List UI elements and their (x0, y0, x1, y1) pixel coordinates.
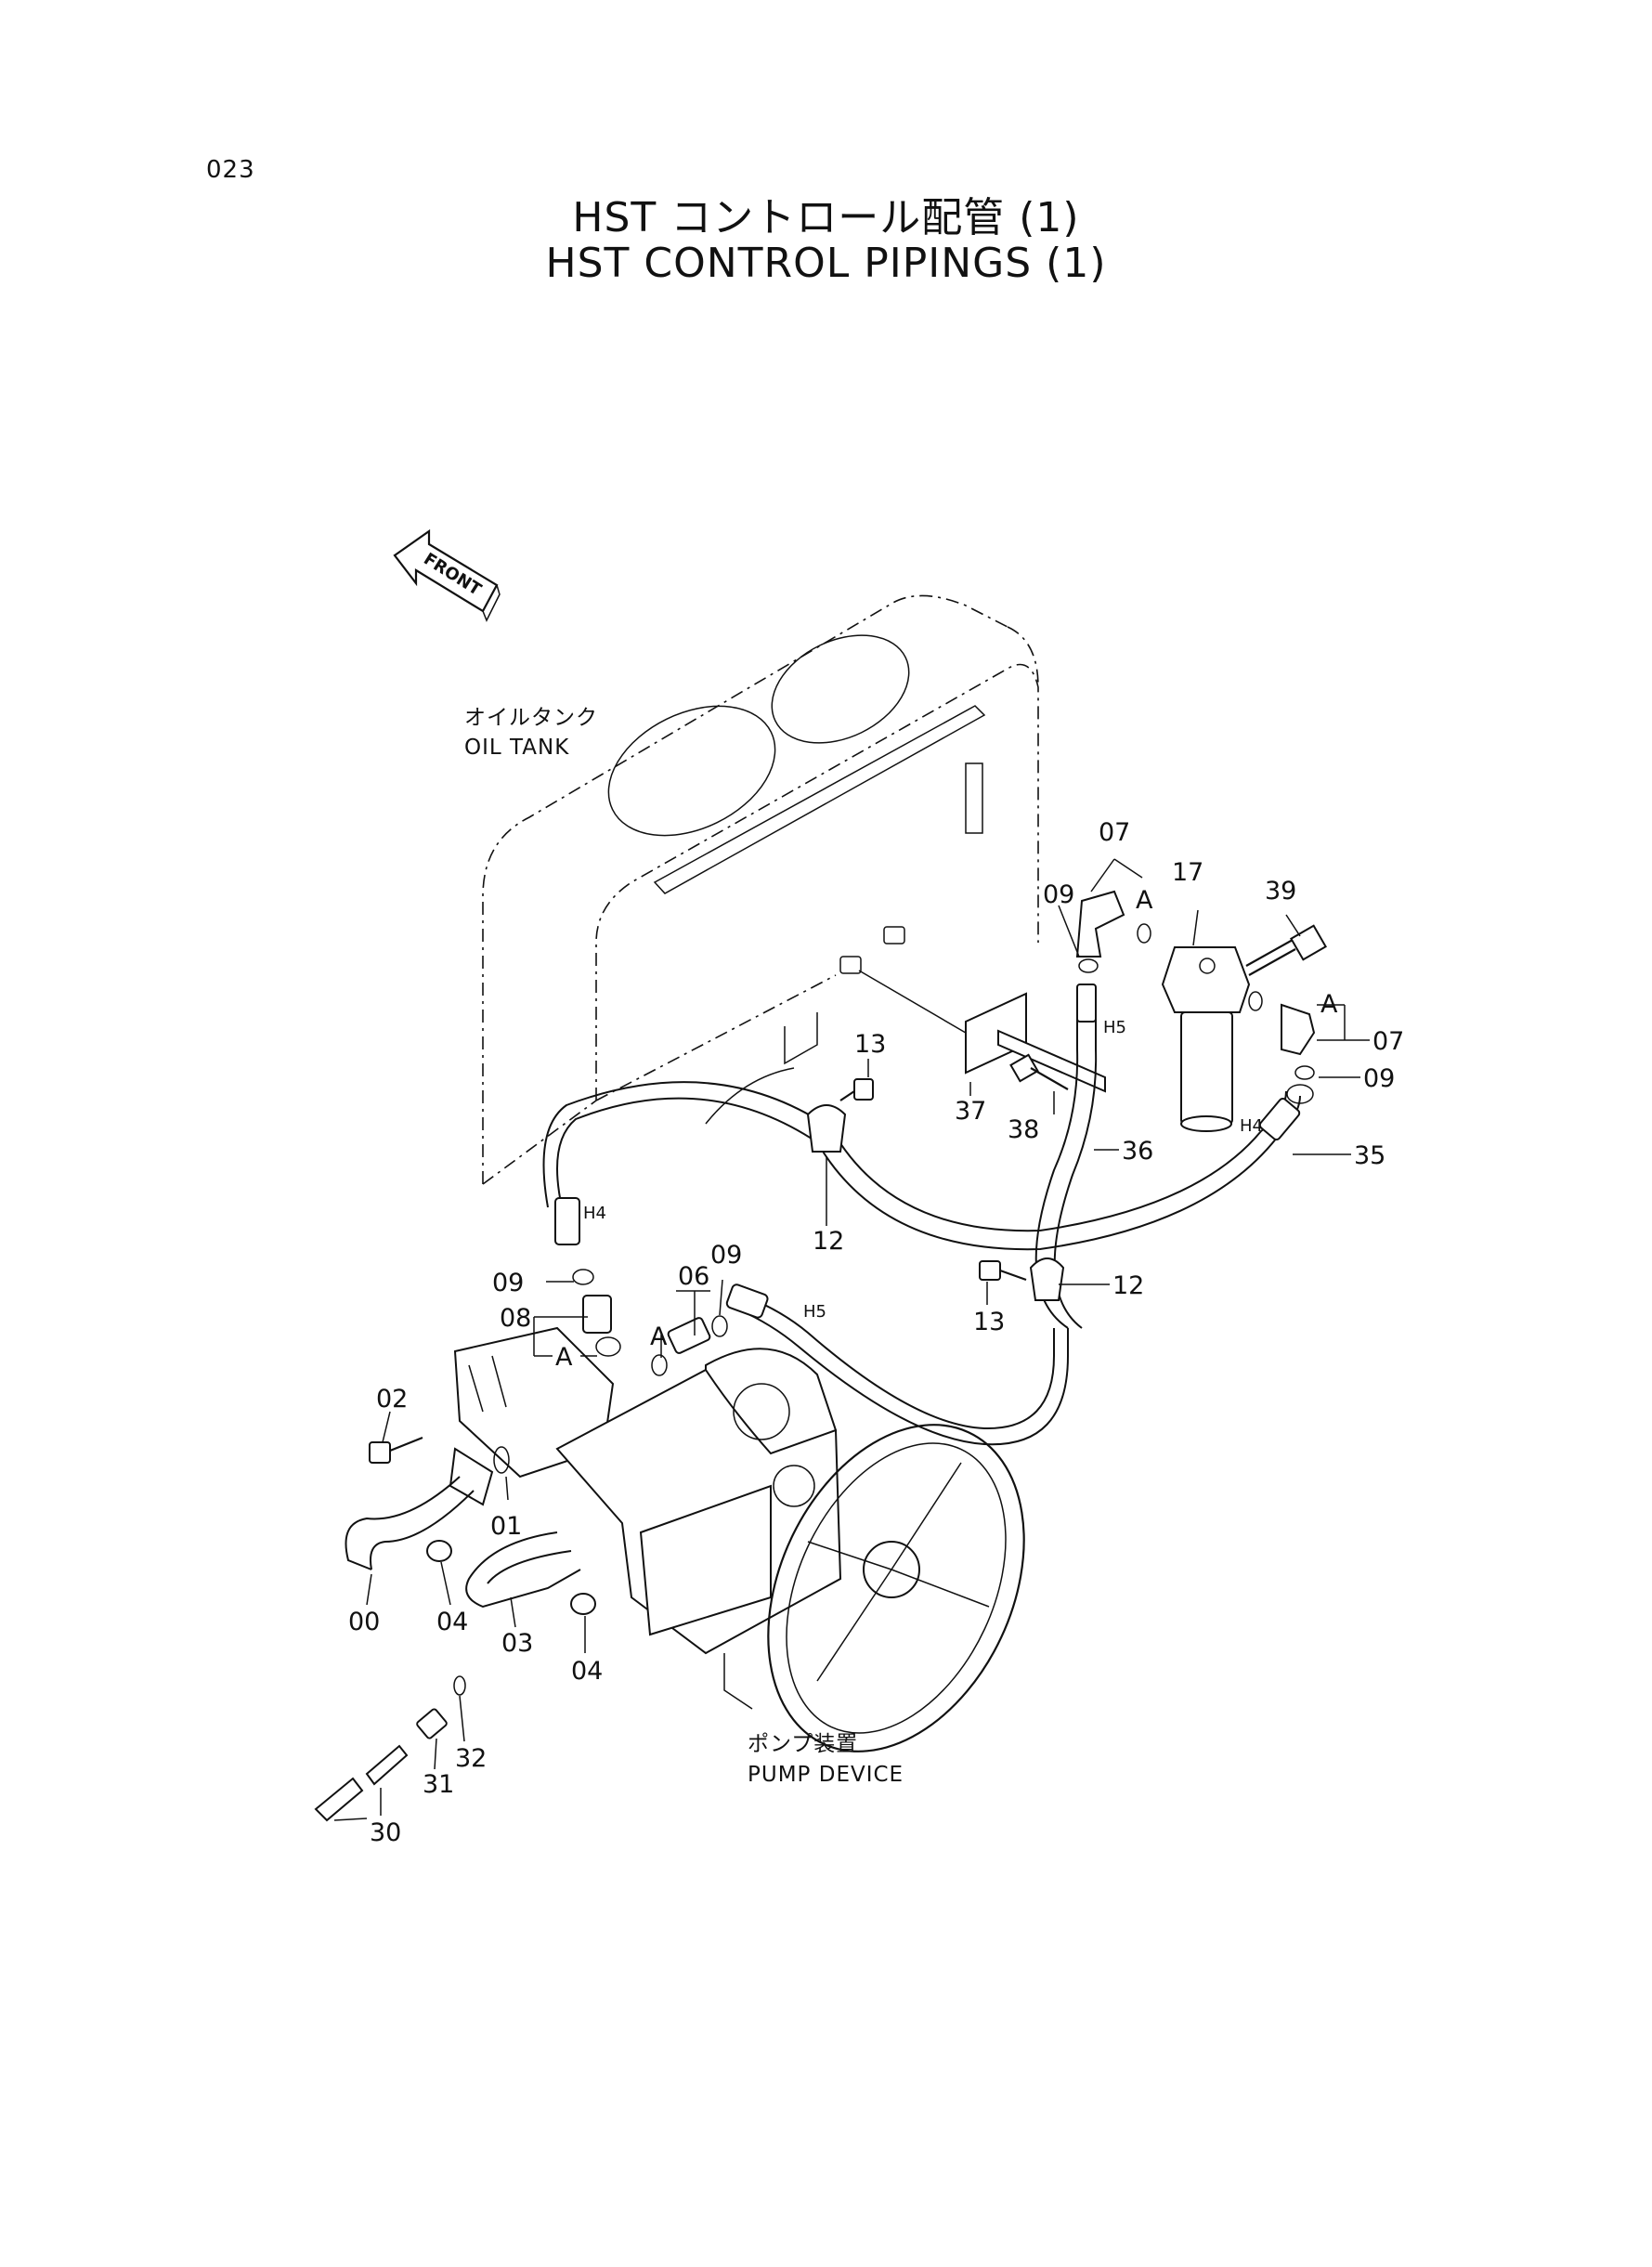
leader-lines (333, 858, 1370, 1821)
sensor (314, 1675, 466, 1822)
suction-pipe (345, 1447, 581, 1609)
hose (542, 994, 1301, 1446)
clamp (806, 1104, 1065, 1301)
marker-a: A (1320, 990, 1338, 1019)
marker-h4: H4 (583, 1204, 606, 1223)
callout-30: 30 (370, 1818, 401, 1847)
marker-a: A (555, 1343, 573, 1372)
callout-17: 17 (1172, 858, 1203, 887)
marker-a: A (1136, 886, 1153, 915)
callout-02: 02 (376, 1385, 408, 1414)
callout-38: 38 (1008, 1115, 1039, 1144)
callout-09: 09 (710, 1241, 742, 1270)
callout-09: 09 (1043, 880, 1074, 909)
oil-tank-label-jp: オイルタンク (464, 706, 598, 730)
oil-tank (482, 594, 1039, 1185)
front-arrow-icon: FRONT (393, 528, 501, 622)
callout-03: 03 (501, 1629, 533, 1658)
pump-device (453, 1326, 1025, 1752)
callout-13: 13 (854, 1030, 886, 1059)
page-number: 023 (206, 156, 255, 184)
o-ring (1078, 923, 1315, 1104)
elbow-fitting (1075, 890, 1316, 1056)
title-english: HST CONTROL PIPINGS (1) (545, 240, 1107, 287)
marker-h5: H5 (803, 1302, 826, 1322)
bolt (369, 1436, 423, 1464)
callout-07: 07 (1372, 1027, 1404, 1056)
callout-32: 32 (455, 1744, 487, 1773)
callout-07: 07 (1099, 818, 1130, 847)
bracket (965, 992, 1106, 1093)
marker-h4: H4 (1240, 1116, 1263, 1136)
filter (1161, 946, 1251, 1132)
callout-00: 00 (348, 1608, 380, 1636)
bolt (1245, 924, 1327, 976)
title-japanese: HST コントロール配管 (1) (572, 194, 1080, 241)
marker-a: A (650, 1322, 668, 1351)
pump-label-en: PUMP DEVICE (748, 1763, 904, 1787)
oil-tank-label-en: OIL TANK (464, 736, 569, 760)
hose-fitting (554, 984, 1301, 1319)
callout-09: 09 (1363, 1064, 1395, 1093)
callout-31: 31 (423, 1770, 454, 1799)
pump-label-jp: ポンプ装置 (748, 1732, 858, 1756)
callout-09: 09 (492, 1269, 524, 1297)
callout-37: 37 (955, 1097, 986, 1126)
bolt (839, 1078, 1027, 1282)
hose-clamp (426, 1540, 596, 1615)
callout-01: 01 (490, 1512, 522, 1541)
callout-04: 04 (436, 1608, 468, 1636)
callout-36: 36 (1122, 1137, 1153, 1166)
callout-06: 06 (678, 1262, 709, 1291)
callout-04: 04 (571, 1657, 603, 1686)
callout-12: 12 (1112, 1271, 1144, 1300)
callout-08: 08 (500, 1304, 531, 1333)
callout-13: 13 (973, 1308, 1005, 1336)
o-ring (572, 1269, 728, 1376)
callout-39: 39 (1265, 877, 1296, 905)
bolt (1009, 1053, 1069, 1090)
marker-h5: H5 (1103, 1018, 1126, 1037)
callout-35: 35 (1354, 1141, 1385, 1170)
o-ring (493, 1446, 510, 1474)
callout-12: 12 (813, 1227, 844, 1256)
connector-fitting (582, 1295, 711, 1354)
